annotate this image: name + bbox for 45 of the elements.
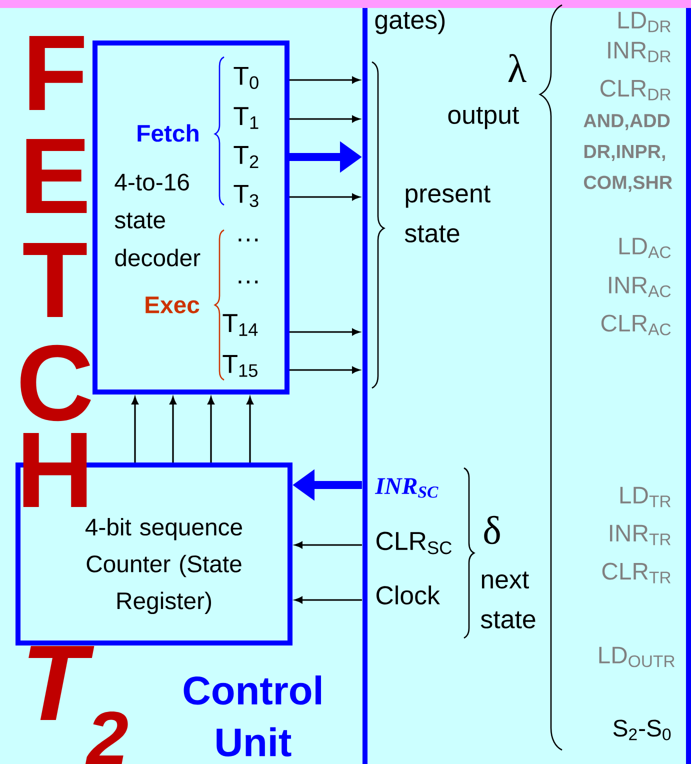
signal-label: CLR$_{DR}$ — [600, 80, 671, 100]
signal-label: Clock — [376, 586, 440, 604]
arrow — [290, 76, 360, 84]
brace-label: present state — [404, 186, 490, 242]
signal-label: LD$_{DR}$ — [618, 12, 671, 32]
brace-label: next state — [480, 572, 536, 628]
arrow — [246, 396, 254, 462]
signal-label: LD$_{TR}$ — [620, 486, 671, 508]
signal-label: CLR$_{SC}$ — [376, 532, 452, 554]
signal-label: T$_{0}$ — [234, 66, 258, 90]
arrow — [294, 596, 362, 604]
signal-label: T$_{2}$ — [234, 146, 258, 168]
arrow — [294, 542, 362, 548]
unit-title: Control Unit — [184, 675, 321, 757]
arrow — [290, 116, 360, 122]
signal-label: INR$_{SC}$ — [374, 478, 438, 498]
signal-label: T$_{3}$ — [234, 184, 258, 208]
signal-label: CLR$_{TR}$ — [602, 562, 671, 584]
arrow — [208, 396, 214, 462]
arrow — [290, 194, 360, 200]
brace-label: output — [448, 106, 520, 130]
signal-label: LD$_{OUTR}$ — [599, 646, 675, 668]
big-letter: T — [23, 243, 87, 318]
signal-label: S$_{2}$-S$_{0}$ — [613, 720, 671, 740]
signal-label: INR$_{TR}$ — [610, 524, 671, 546]
arrow — [170, 396, 176, 462]
signal-label: T$_{1}$ — [234, 107, 258, 129]
greek-symbol: λ — [508, 54, 526, 82]
signal-label: INR$_{AC}$ — [609, 276, 671, 298]
signal-label: T$_{14}$ — [222, 314, 258, 336]
signal-label: CLR$_{AC}$ — [601, 314, 671, 336]
signal-label: LD$_{AC}$ — [619, 238, 671, 258]
arrow — [290, 328, 360, 336]
big-letter: E — [26, 139, 87, 214]
signal-label: AND,ADD DR,INPR, COM,SHR — [584, 114, 672, 192]
signal-label: INR$_{DR}$ — [608, 42, 671, 62]
greek-symbol: δ — [484, 516, 500, 544]
arrow — [290, 366, 360, 374]
note-text: gates) — [375, 10, 445, 34]
signal-label: T$_{15}$ — [222, 355, 258, 377]
big-state-label: T$_{2}$ — [28, 646, 128, 764]
arrow — [132, 396, 138, 462]
ellipsis: … — [238, 238, 258, 242]
ellipsis: … — [238, 280, 258, 284]
big-letter: C — [20, 344, 91, 422]
